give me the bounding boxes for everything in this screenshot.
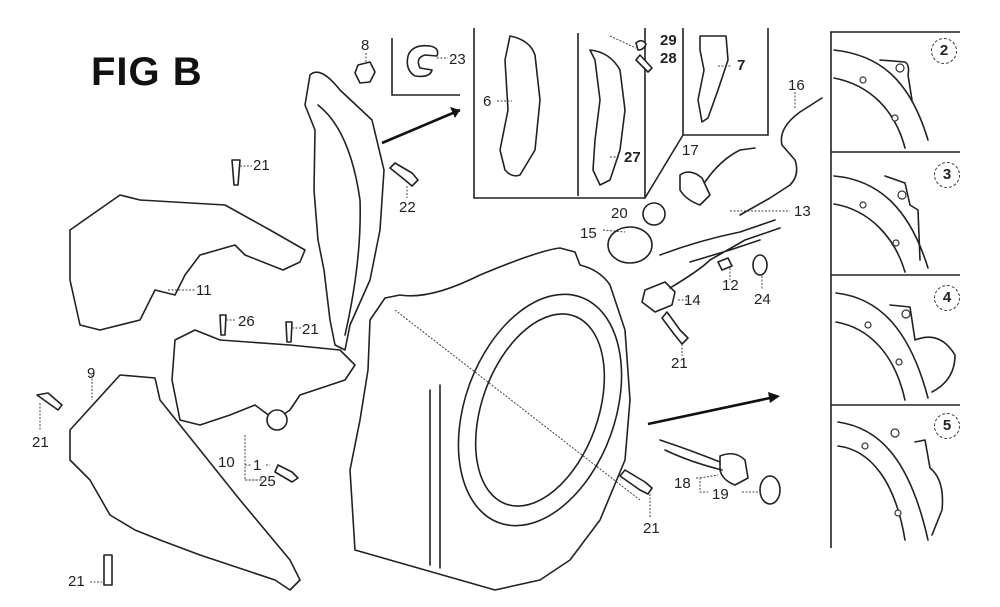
part-25-screw	[274, 464, 299, 483]
screw-21-top	[231, 159, 241, 186]
figure-title: FIG B	[91, 50, 203, 94]
callout-13: 13	[794, 203, 811, 220]
bracket-10-leader	[244, 435, 270, 481]
part-17-connector	[679, 171, 711, 206]
detail-label-3: 3	[934, 162, 960, 188]
callout-10: 10	[218, 454, 235, 471]
callout-11: 11	[196, 282, 212, 299]
callout-22: 22	[399, 199, 416, 216]
part-9-lower-cover	[69, 374, 301, 591]
part-18-connector	[719, 452, 749, 486]
callout-1: 1	[253, 457, 262, 474]
part-27-shroud-plate	[589, 49, 626, 186]
arrow-to-inset	[381, 108, 461, 145]
part-1-grommet	[266, 409, 288, 431]
callout-20: 20	[611, 205, 628, 222]
part-8-nut	[354, 61, 376, 84]
part-16-wire	[739, 97, 823, 216]
callout-21-ignition: 21	[671, 355, 688, 372]
screw-21-bottom	[103, 554, 113, 586]
part-7-plate	[697, 35, 729, 123]
detail-panel-frame	[830, 31, 960, 548]
callout-19: 19	[712, 486, 729, 503]
inset-leader-17	[644, 134, 684, 199]
callout-26: 26	[238, 313, 255, 330]
callout-9: 9	[87, 365, 96, 382]
fan-shroud-opening-inner	[474, 313, 606, 507]
callout-16: 16	[788, 77, 805, 94]
arrow-to-detail-panel	[647, 396, 771, 426]
callout-21-bracket: 21	[302, 321, 319, 338]
part-28-screw	[635, 54, 653, 73]
part-14-block	[641, 281, 676, 313]
part-23-clip	[406, 44, 439, 78]
callout-28: 28	[660, 50, 677, 67]
screw-21-right-ignition	[661, 311, 689, 345]
detail-view-5	[837, 421, 944, 541]
callout-18: 18	[674, 475, 691, 492]
screw-26	[219, 314, 227, 336]
callout-27: 27	[624, 149, 641, 166]
part-15-coil-base	[607, 226, 653, 264]
part-29-washer	[635, 39, 647, 51]
arrowhead-detail	[768, 392, 780, 403]
callout-17: 17	[682, 142, 699, 159]
screw-21-shroud	[619, 469, 653, 495]
side-shroud-plate	[304, 71, 385, 351]
callout-24: 24	[754, 291, 771, 308]
part-11-cover	[69, 194, 306, 331]
ignition-wires	[659, 219, 781, 289]
callout-15: 15	[580, 225, 597, 242]
part-19-cap	[759, 475, 781, 505]
callout-7: 7	[737, 57, 746, 74]
detail-label-2: 2	[931, 38, 957, 64]
callout-21-left: 21	[32, 434, 49, 451]
callout-29: 29	[660, 32, 677, 49]
arrowhead-inset	[450, 107, 460, 118]
callout-14: 14	[684, 292, 701, 309]
callout-21-shroud: 21	[643, 520, 660, 537]
part-24-ring	[752, 254, 768, 276]
part-12-terminal	[717, 257, 733, 271]
part-6-shroud-plate	[499, 35, 541, 177]
inset-box-bracket-23	[391, 38, 460, 96]
detail-view-2	[833, 49, 929, 149]
callout-25: 25	[259, 473, 276, 490]
callout-21-top: 21	[253, 157, 270, 174]
detail-view-3	[833, 175, 929, 273]
inset-box-part-7	[682, 28, 769, 136]
detail-label-5: 5	[934, 413, 960, 439]
part-20-grommet	[642, 202, 666, 226]
screw-21-left	[36, 392, 63, 411]
callout-23: 23	[449, 51, 466, 68]
screw-22	[389, 162, 419, 187]
detail-label-4: 4	[934, 285, 960, 311]
callout-12: 12	[722, 277, 739, 294]
callout-6: 6	[483, 93, 492, 110]
callout-8: 8	[361, 37, 370, 54]
detail-view-4	[835, 292, 956, 401]
screw-21-bracket	[285, 321, 293, 343]
inset-box-parts-6-27	[473, 28, 646, 199]
part-10-bracket	[171, 329, 356, 426]
callout-21-bottom: 21	[68, 573, 85, 590]
